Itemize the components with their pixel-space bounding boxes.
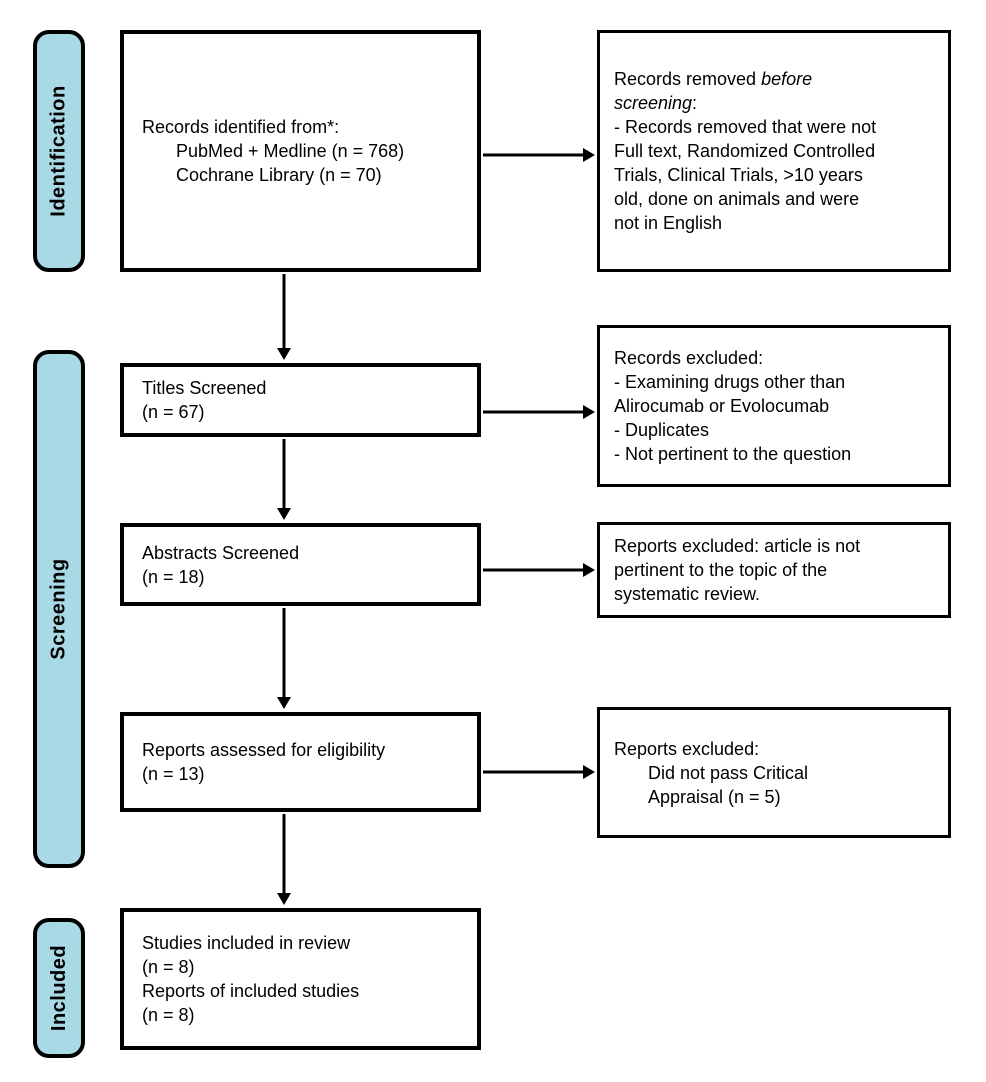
records-removed-screening: screening (614, 93, 693, 113)
arrow-down-abstracts-to-assessed (277, 608, 291, 709)
arrow-right-identified-to-removed (483, 148, 595, 162)
reports-excluded-pertinence-line: Reports excluded: article is not (614, 536, 861, 556)
records-excluded-reason-line: Alirocumab or Evolocumab (614, 396, 830, 416)
abstracts-screened-count: (n = 18) (142, 566, 205, 587)
records-removed-heading-line2: screening: (614, 91, 934, 115)
stage-screening: Screening (33, 350, 85, 868)
records-removed-reason-line: Full text, Randomized Controlled (614, 141, 876, 161)
arrow-down-titles-to-abstracts (277, 439, 291, 520)
records-excluded-reason-line: - Examining drugs other than (614, 372, 846, 392)
box-reports-excluded-pertinence: Reports excluded: article is not pertine… (597, 522, 951, 618)
studies-included-label: Studies included in review (142, 933, 351, 953)
box-reports-excluded-critical-appraisal: Reports excluded: Did not pass Critical … (597, 707, 951, 838)
box-reports-assessed: Reports assessed for eligibility (n = 13… (120, 712, 481, 812)
arrow-right-titles-to-excluded (483, 405, 595, 419)
records-removed-reason-line: old, done on animals and were (614, 189, 860, 209)
records-excluded-heading: Records excluded: (614, 348, 764, 368)
records-removed-heading-line1: Records removed before (614, 67, 934, 91)
stage-identification: Identification (33, 30, 85, 272)
reports-excluded-pertinence-line: systematic review. (614, 584, 761, 604)
stage-identification-label: Identification (48, 85, 71, 217)
stage-screening-label: Screening (48, 558, 71, 660)
arrow-down-identified-to-titles (277, 274, 291, 360)
records-removed-colon: : (692, 93, 698, 113)
studies-included-count: (n = 8) (142, 957, 195, 977)
stage-included-label: Included (48, 944, 71, 1032)
box-abstracts-screened: Abstracts Screened (n = 18) (120, 523, 481, 606)
box-records-removed: Records removed before screening: - Reco… (597, 30, 951, 272)
records-removed-before: before (761, 69, 813, 89)
box-records-identified: Records identified from*: PubMed + Medli… (120, 30, 481, 272)
records-excluded-reason-line: - Not pertinent to the question (614, 444, 852, 464)
reports-excluded-appraisal-line: Appraisal (n = 5) (648, 786, 781, 807)
stage-included: Included (33, 918, 85, 1058)
reports-assessed-count: (n = 13) (142, 764, 205, 784)
reports-excluded-pertinence-line: pertinent to the topic of the (614, 560, 828, 580)
box-studies-included: Studies included in review (n = 8) Repor… (120, 908, 481, 1050)
reports-excluded-appraisal-heading: Reports excluded: (614, 738, 760, 759)
reports-assessed-label: Reports assessed for eligibility (142, 740, 386, 760)
records-removed-reason-line: Trials, Clinical Trials, >10 years (614, 165, 863, 185)
arrow-right-abstracts-to-excluded (483, 563, 595, 577)
reports-excluded-appraisal-line: Did not pass Critical (648, 762, 809, 783)
records-removed-lead: Records removed (614, 69, 762, 89)
titles-screened-count: (n = 67) (142, 402, 205, 422)
abstracts-screened-label: Abstracts Screened (142, 542, 300, 563)
records-removed-reason-line: - Records removed that were not (614, 117, 877, 137)
records-removed-reason-line: not in English (614, 213, 723, 233)
records-identified-source-cochrane: Cochrane Library (n = 70) (176, 165, 382, 185)
records-excluded-reason-line: - Duplicates (614, 420, 710, 440)
records-identified-source-pubmed: PubMed + Medline (n = 768) (176, 141, 405, 161)
box-records-excluded: Records excluded: - Examining drugs othe… (597, 325, 951, 487)
reports-included-count: (n = 8) (142, 1005, 195, 1025)
titles-screened-label: Titles Screened (142, 378, 267, 398)
records-identified-title: Records identified from*: (142, 117, 340, 137)
reports-included-label: Reports of included studies (142, 981, 360, 1001)
arrow-down-assessed-to-included (277, 814, 291, 905)
box-titles-screened: Titles Screened (n = 67) (120, 363, 481, 437)
arrow-right-assessed-to-excluded (483, 765, 595, 779)
